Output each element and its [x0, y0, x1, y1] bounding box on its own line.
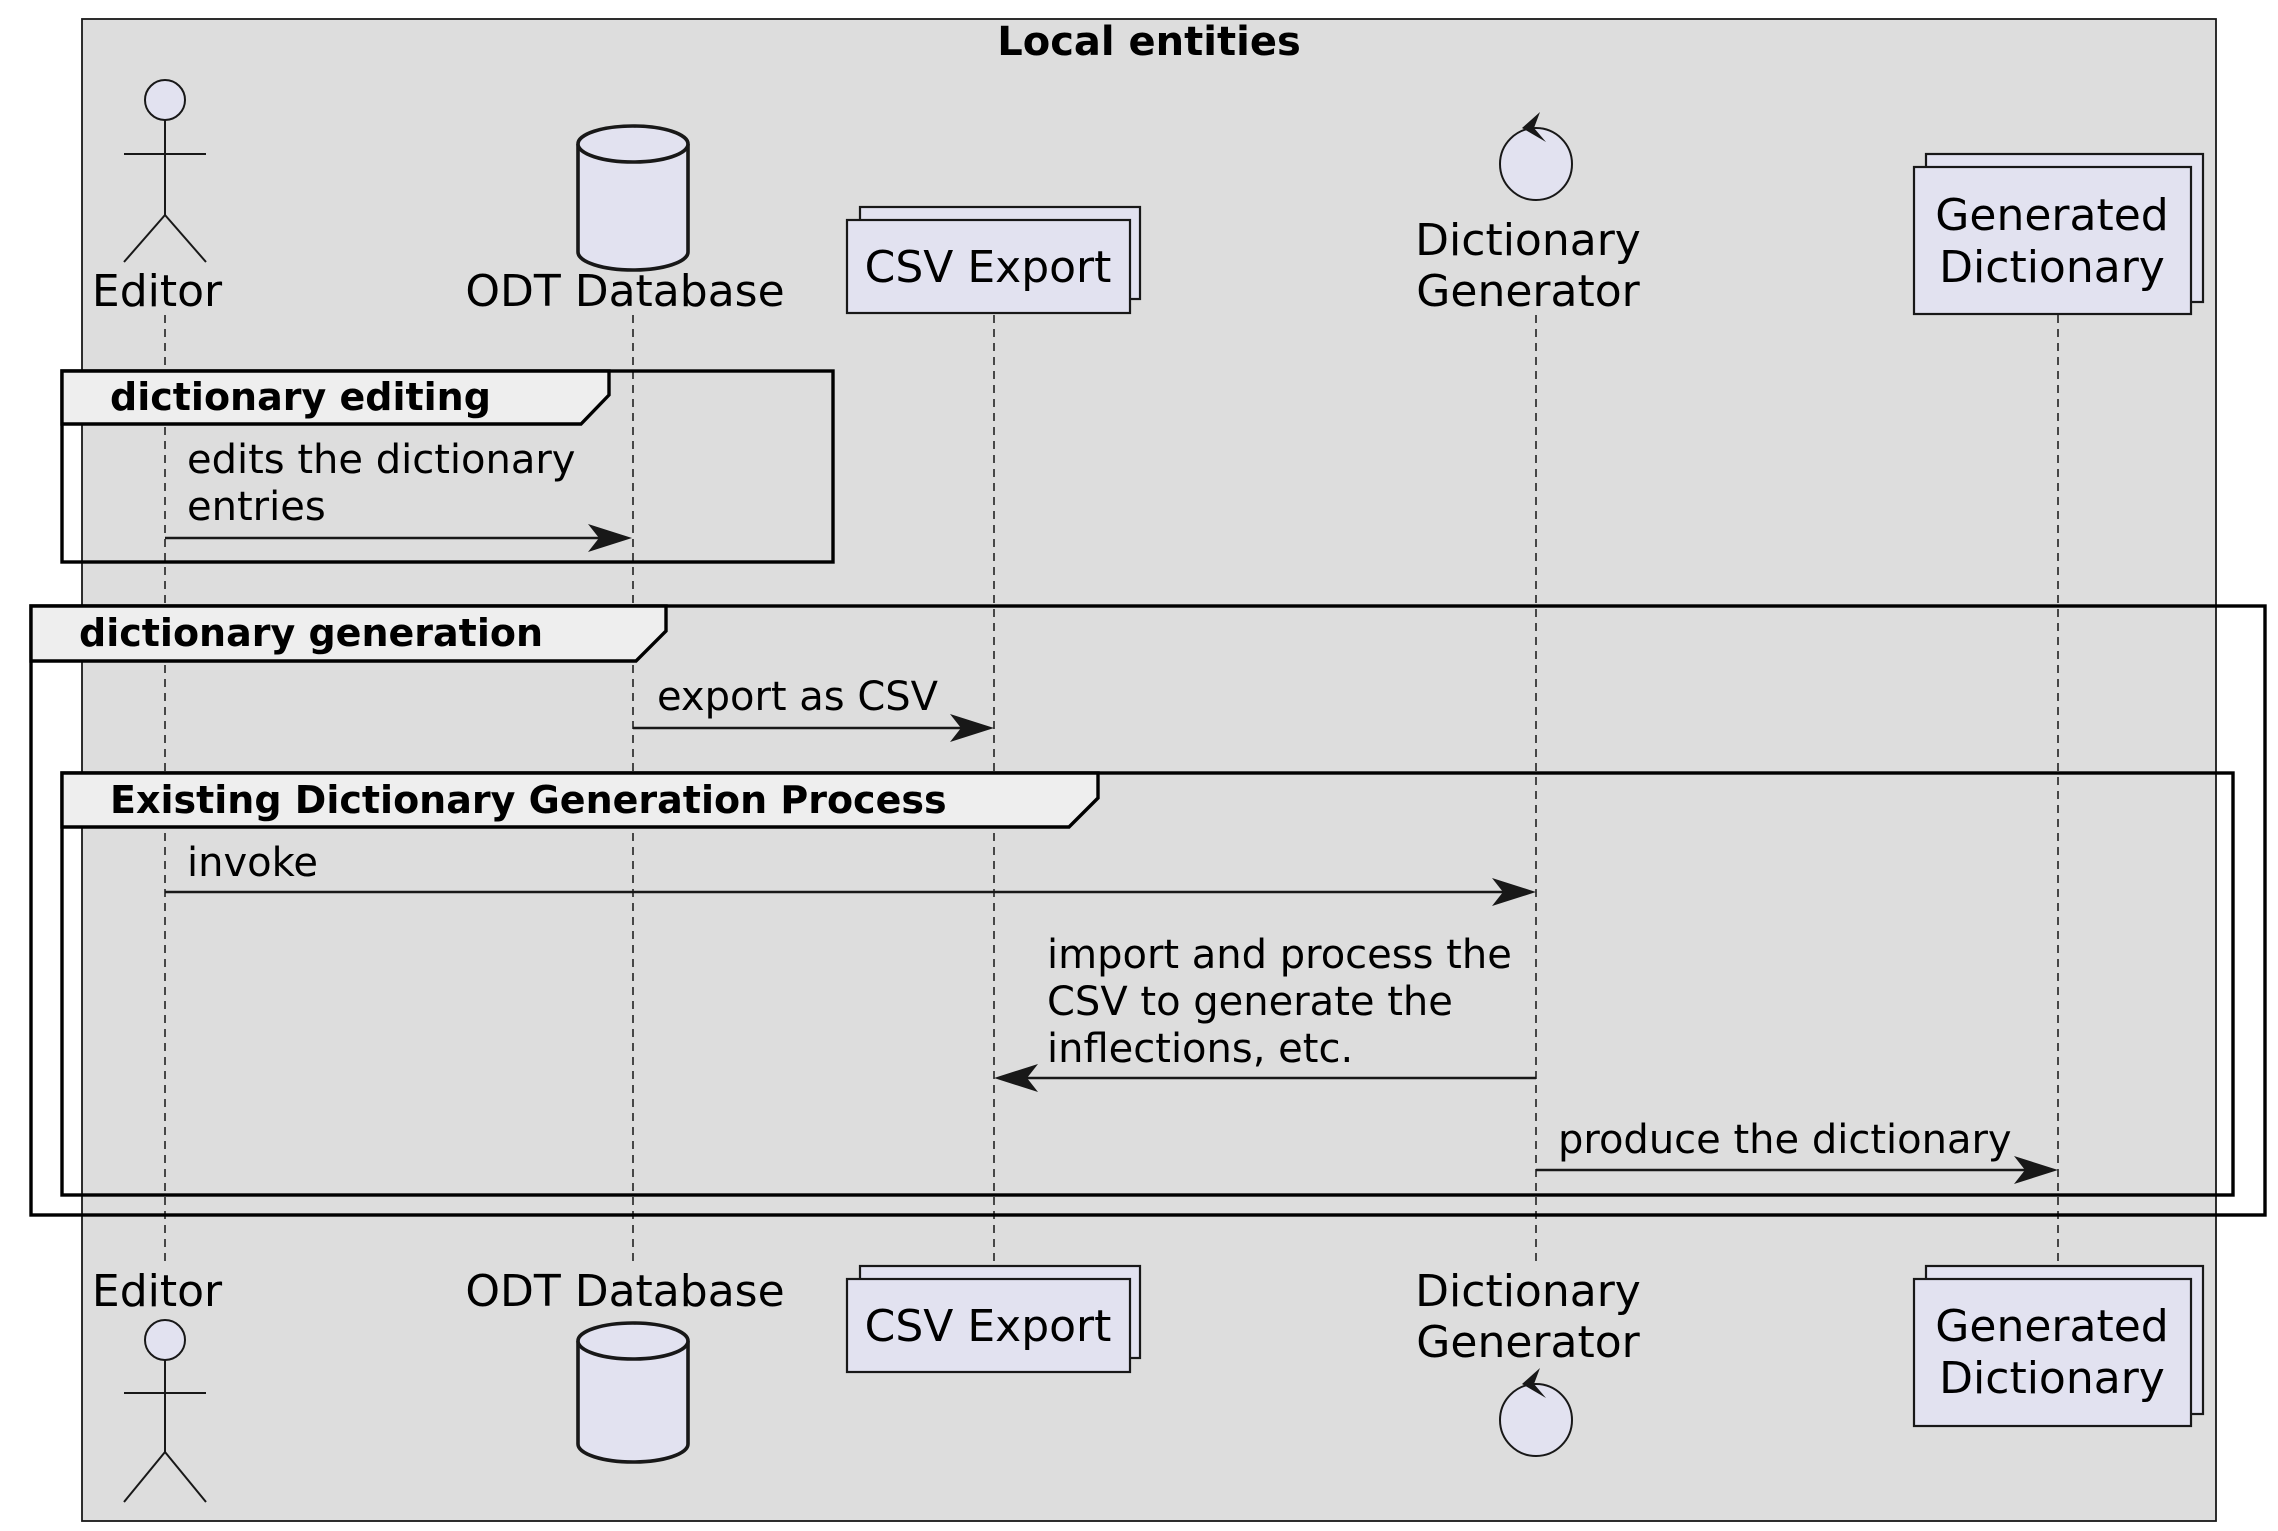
participant-label: ODT Database	[465, 266, 784, 317]
participant-odt-database-top: ODT Database	[465, 124, 785, 317]
arrow-head	[1492, 878, 1536, 906]
control-icon	[1499, 112, 1573, 201]
participant-editor-top: Editor	[92, 79, 223, 317]
message-label-line2: entries	[187, 484, 326, 530]
participant-generated-dictionary-top: Generated Dictionary	[1912, 152, 2205, 316]
message-label-line1: import and process the	[1047, 932, 1512, 978]
control-icon	[1499, 1368, 1573, 1457]
participant-label-line2: Dictionary	[1939, 1353, 2165, 1404]
actor-icon	[123, 1319, 207, 1503]
database-icon	[576, 124, 690, 272]
participant-label-line1: Generated	[1935, 1301, 2168, 1352]
message-label: invoke	[187, 840, 318, 886]
participant-label-line1: Dictionary	[1415, 215, 1641, 266]
participant-odt-database-bottom: ODT Database	[465, 1266, 785, 1464]
participant-dictionary-generator-top: Dictionary Generator	[1415, 112, 1641, 317]
message-invoke: invoke	[165, 840, 1536, 906]
database-icon	[576, 1321, 690, 1464]
group-label: dictionary editing	[110, 375, 491, 419]
arrow-head	[588, 524, 632, 552]
participant-csv-export-top: CSV Export	[845, 205, 1142, 315]
participant-dictionary-generator-bottom: Dictionary Generator	[1415, 1266, 1641, 1457]
message-label: produce the dictionary	[1558, 1117, 2012, 1163]
participant-label-line2: Dictionary	[1939, 242, 2165, 293]
actor-icon	[123, 79, 207, 263]
message-label-line1: edits the dictionary	[187, 437, 575, 483]
message-label: export as CSV	[657, 674, 939, 720]
participant-editor-bottom: Editor	[92, 1266, 223, 1503]
local-entities-title: Local entities	[997, 19, 1301, 65]
message-produce-dictionary: produce the dictionary	[1536, 1117, 2058, 1184]
arrow-head	[2014, 1156, 2058, 1184]
message-label-line3: inflections, etc.	[1047, 1026, 1353, 1072]
participant-label-line1: Dictionary	[1415, 1266, 1641, 1317]
local-entities-box	[81, 18, 2217, 1522]
group-label: Existing Dictionary Generation Process	[110, 778, 947, 822]
group-dictionary-generation: dictionary generation	[29, 604, 2267, 1217]
message-export-csv: export as CSV	[633, 674, 994, 742]
group-dictionary-editing: dictionary editing	[60, 369, 835, 564]
arrow-head	[950, 714, 994, 742]
participant-label: CSV Export	[865, 242, 1112, 293]
participant-label-line2: Generator	[1416, 1317, 1640, 1368]
participant-csv-export-bottom: CSV Export	[845, 1264, 1142, 1374]
participant-generated-dictionary-bottom: Generated Dictionary	[1912, 1264, 2205, 1428]
participant-label: Editor	[92, 1266, 223, 1317]
group-existing-dictionary-generation-process: Existing Dictionary Generation Process	[60, 771, 2235, 1197]
participant-label-line1: Generated	[1935, 190, 2168, 241]
group-label: dictionary generation	[79, 611, 543, 655]
message-edits-entries: edits the dictionary entries	[165, 437, 632, 552]
message-label-line2: CSV to generate the	[1047, 979, 1453, 1025]
participant-label: ODT Database	[465, 1266, 784, 1317]
participant-label-line2: Generator	[1416, 266, 1640, 317]
participant-label: CSV Export	[865, 1301, 1112, 1352]
arrow-head	[994, 1064, 1038, 1092]
message-import-process: import and process the CSV to generate t…	[994, 932, 1536, 1092]
participant-label: Editor	[92, 266, 223, 317]
